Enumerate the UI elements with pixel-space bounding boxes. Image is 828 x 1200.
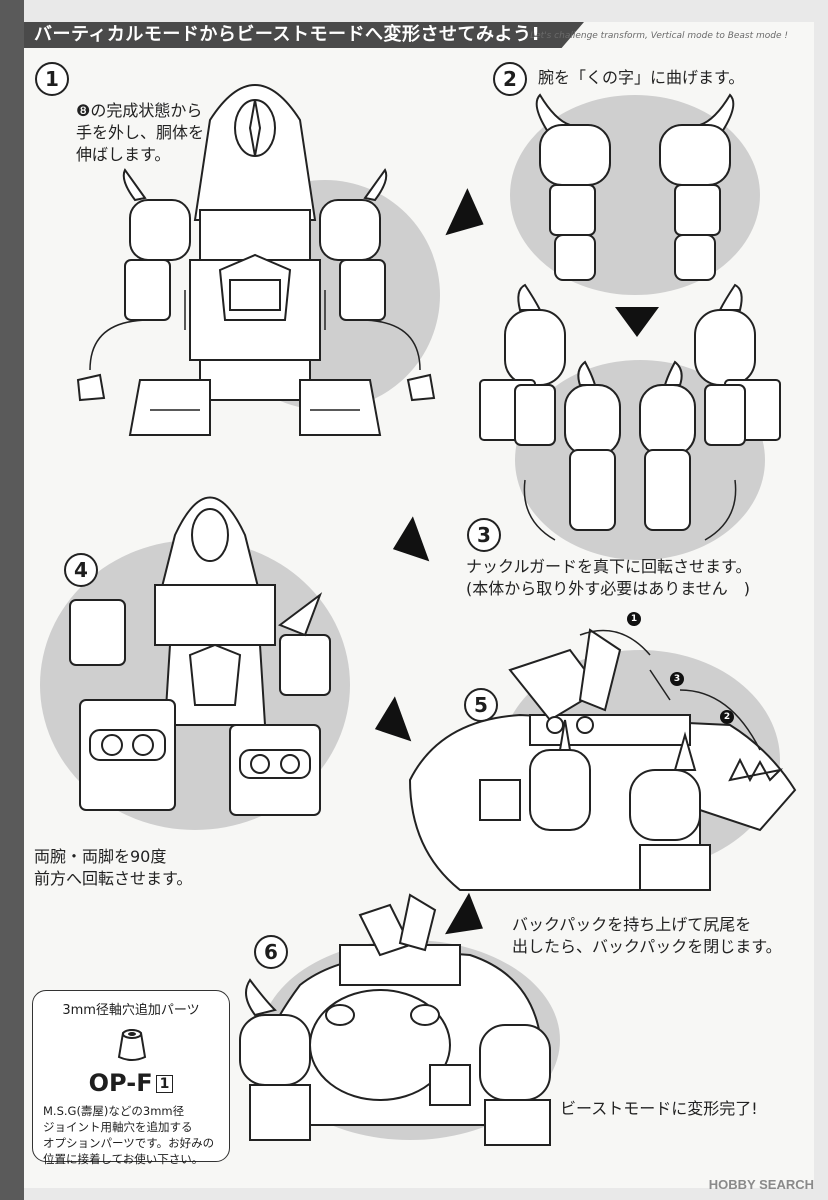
- step-number-4: 4: [64, 553, 98, 587]
- marker-2: 2: [720, 710, 734, 724]
- step-number-3: 3: [467, 518, 501, 552]
- beast-mode-illustration: [230, 905, 560, 1155]
- backpack-tail-illustration: [400, 630, 800, 900]
- option-part-code-text: OP-F: [88, 1069, 153, 1097]
- step1-text: ❽の完成状態から 手を外し、胴体を 伸ばします。: [76, 101, 205, 164]
- step-number-1: 1: [35, 62, 69, 96]
- step3-text: ナックルガードを真下に回転させます。 (本体から取り外す必要はありません ): [466, 557, 752, 598]
- vertical-mode-robot-illustration: [90, 80, 420, 440]
- step-number-2: 2: [493, 62, 527, 96]
- marker-3: 3: [670, 672, 684, 686]
- knuckle-guard-illustration: [480, 290, 780, 540]
- step-number-5: 5: [464, 688, 498, 722]
- option-part-count: 1: [155, 1075, 174, 1093]
- arms-bent-illustration: [520, 95, 750, 285]
- header-subtitle: Let's challenge transform, Vertical mode…: [530, 31, 788, 41]
- option-part-description: M.S.G(壽屋)などの3mm径 ジョイント用軸穴を追加する オプションパーツで…: [43, 1104, 215, 1166]
- step6-text: ビーストモードに変形完了!: [560, 1099, 758, 1118]
- arrow-down-icon: [615, 307, 659, 337]
- step2-text: 腕を「くの字」に曲げます。: [538, 68, 745, 87]
- header-bar: [24, 22, 584, 48]
- step4-text: 両腕・両脚を90度 前方へ回転させます。: [34, 847, 193, 888]
- marker-1: 1: [627, 612, 641, 626]
- step5-text: バックパックを持ち上げて尻尾を 出したら、バックパックを閉じます。: [512, 915, 782, 956]
- option-part-title: 3mm径軸穴追加パーツ: [62, 1003, 200, 1018]
- step-number-6: 6: [254, 935, 288, 969]
- limbs-rotated-robot-illustration: [60, 475, 350, 815]
- peg-part-icon: [117, 1029, 147, 1061]
- header-title: バーティカルモードからビーストモードへ変形させてみよう!: [34, 24, 541, 45]
- left-edge-bar: [0, 0, 24, 1200]
- watermark: HOBBY SEARCH: [708, 1177, 814, 1192]
